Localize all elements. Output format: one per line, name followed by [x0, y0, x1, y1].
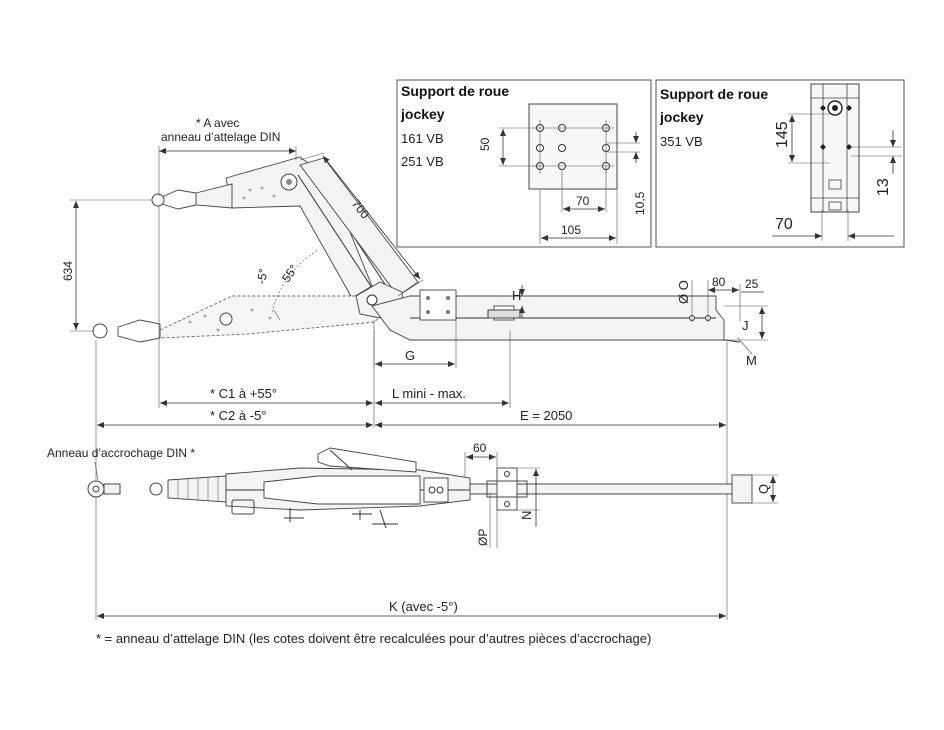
top-view: Anneau d’accrochage DIN *: [47, 441, 778, 619]
side-view: 55° -5° 700 * A avec anneau d’attelage D…: [61, 116, 768, 620]
lowered-drawbar-minus5: [92, 295, 386, 343]
angle-minus5-label: -5°: [254, 267, 271, 285]
dim-25: 25: [745, 277, 759, 291]
top-view-bellows: [167, 475, 227, 503]
dim-k: K (avec -5°): [389, 599, 458, 614]
jockey-support-box-2: Support de roue jockey 351 VB 145: [655, 79, 905, 248]
jockey-support-box-1: Support de roue jockey 161 VB 251 VB 50: [396, 79, 652, 248]
side-flange-plate: [419, 289, 457, 321]
label-anneau-accrochage: Anneau d’accrochage DIN *: [47, 446, 195, 460]
dim-80: 80: [712, 275, 726, 289]
jockey-box-1-title-2: jockey: [400, 106, 445, 122]
angle-55-label: 55°: [279, 262, 301, 285]
jockey-box-1-title-1: Support de roue: [401, 83, 509, 99]
dim-l-mini-max: L mini - max.: [392, 386, 466, 401]
jockey-box-1-dim-105: 105: [561, 223, 581, 237]
jockey-box-2-dim-145: 145: [774, 121, 791, 148]
footnote: * = anneau d’attelage DIN (les cotes doi…: [96, 631, 651, 646]
jockey-box-2-dim-70: 70: [775, 216, 793, 233]
dim-n: N: [519, 511, 534, 520]
dim-60: 60: [473, 441, 487, 455]
jockey-box-1-model-2: 251 VB: [401, 154, 444, 169]
dim-op: ØP: [476, 529, 490, 546]
top-view-clamp: [496, 467, 518, 511]
jockey-box-1-dim-10-5: 10,5: [633, 191, 647, 215]
dim-c1: * C1 à +55°: [210, 386, 277, 401]
top-view-tube-end: [731, 474, 753, 504]
jockey-box-1-model-1: 161 VB: [401, 131, 444, 146]
dim-o: Ø O: [676, 280, 691, 304]
dim-c2: * C2 à -5°: [210, 408, 267, 423]
top-view-handbrake-lever: [317, 447, 417, 473]
jockey-plate-2-diamond-holes: [820, 105, 852, 150]
dim-h: H: [512, 288, 521, 303]
jockey-box-2-model-1: 351 VB: [660, 134, 703, 149]
jockey-box-1-dim-70: 70: [576, 194, 590, 208]
dim-g: G: [405, 348, 415, 363]
dim-e: E = 2050: [520, 408, 572, 423]
dim-q: Q: [756, 484, 771, 494]
label-anneau-attelage: anneau d’attelage DIN: [161, 130, 280, 144]
jockey-box-1-dim-50: 50: [478, 137, 492, 151]
jockey-box-2-title-2: jockey: [659, 109, 704, 125]
dim-j: J: [742, 318, 749, 333]
dim-634: 634: [61, 261, 75, 281]
dim-m: M: [746, 353, 757, 368]
jockey-box-2-dim-13: 13: [875, 178, 892, 196]
label-a-avec: * A avec: [196, 116, 239, 130]
jockey-box-2-title-1: Support de roue: [660, 86, 768, 102]
